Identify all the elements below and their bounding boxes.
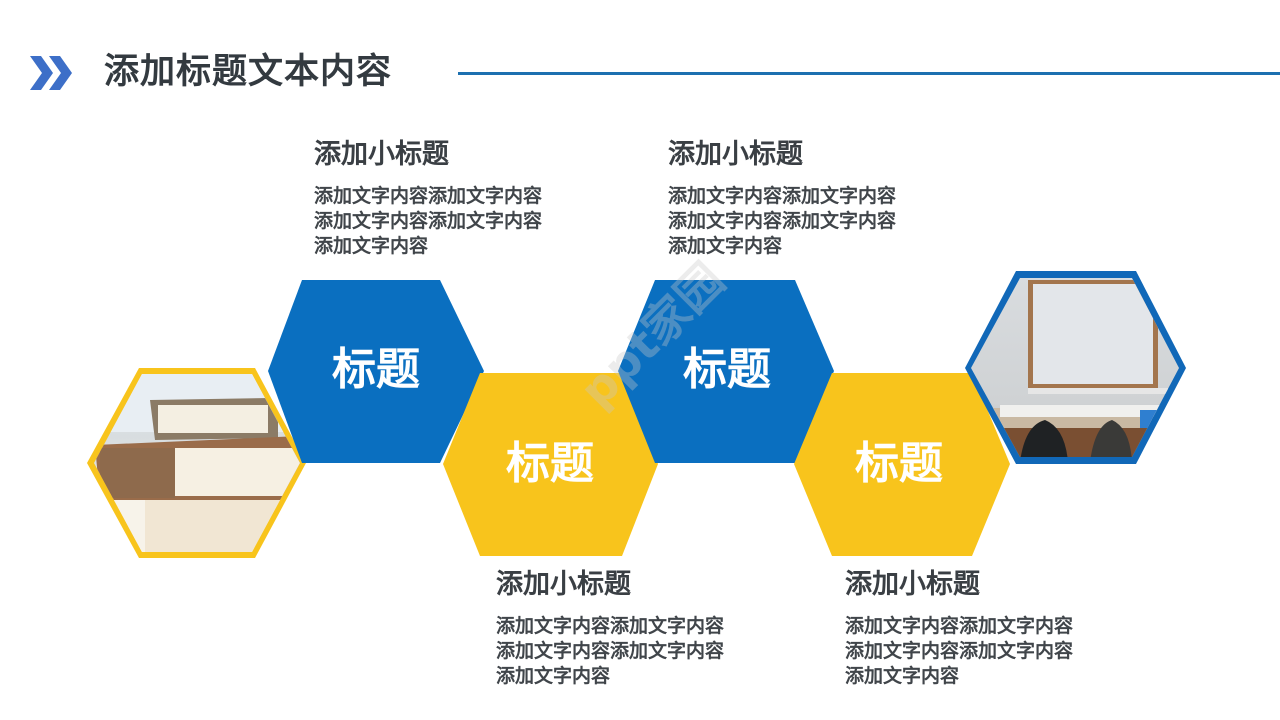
hexagon-4-label: 标题: [855, 438, 943, 489]
text-block-3: 添加小标题 添加文字内容添加文字内容添加文字内容添加文字内容添加文字内容: [496, 568, 746, 689]
hexagon-3-label: 标题: [683, 344, 771, 395]
block-body: 添加文字内容添加文字内容添加文字内容添加文字内容添加文字内容: [845, 615, 1074, 687]
block-body: 添加文字内容添加文字内容添加文字内容添加文字内容添加文字内容: [314, 185, 543, 257]
hexagon-1-label: 标题: [332, 344, 420, 395]
block-body: 添加文字内容添加文字内容添加文字内容添加文字内容添加文字内容: [496, 615, 725, 687]
hexagon-2-label: 标题: [506, 438, 594, 489]
text-block-4: 添加小标题 添加文字内容添加文字内容添加文字内容添加文字内容添加文字内容: [845, 568, 1095, 689]
block-subtitle: 添加小标题: [668, 139, 803, 170]
block-subtitle: 添加小标题: [845, 569, 980, 600]
page-title: 添加标题文本内容: [104, 52, 393, 92]
hexagon-1: [268, 280, 484, 463]
block-body: 添加文字内容添加文字内容添加文字内容添加文字内容添加文字内容: [668, 185, 897, 257]
hexagon-2: [443, 373, 658, 556]
hexagon-4: [794, 373, 1010, 556]
double-chevron-right-icon: [30, 56, 72, 90]
book-image-hexagon: [87, 368, 306, 558]
block-subtitle: 添加小标题: [314, 139, 449, 170]
text-block-2: 添加小标题 添加文字内容添加文字内容添加文字内容添加文字内容添加文字内容: [668, 138, 918, 259]
classroom-image-hexagon: [965, 271, 1186, 464]
text-block-1: 添加小标题 添加文字内容添加文字内容添加文字内容添加文字内容添加文字内容: [314, 138, 564, 259]
header-divider: [458, 72, 1280, 75]
block-subtitle: 添加小标题: [496, 569, 631, 600]
hexagon-3: [618, 280, 834, 463]
